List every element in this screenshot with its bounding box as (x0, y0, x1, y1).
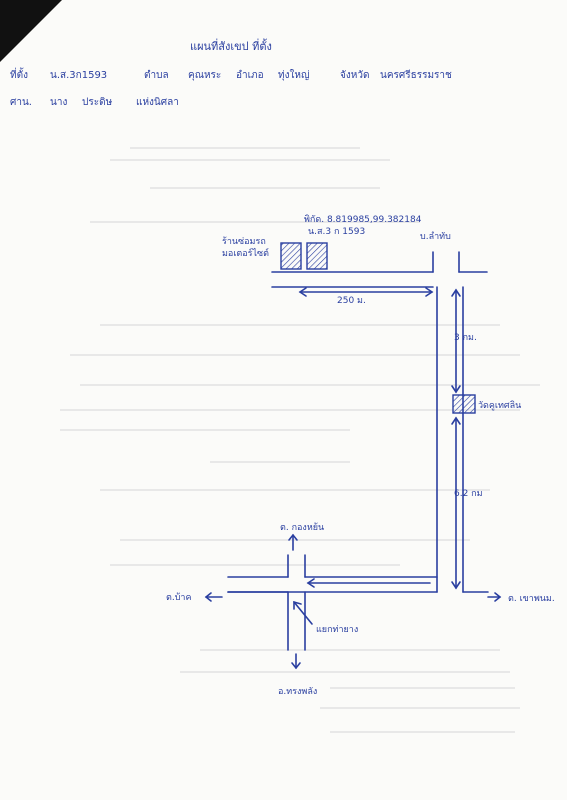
east-direction-arrow (487, 592, 502, 602)
deed-label: น.ส.3 ก 1593 (308, 227, 365, 237)
page-title: แผนที่สังเขป ที่ตั้ง (190, 38, 272, 53)
north-road (432, 251, 460, 273)
sign-name-1: นาง (50, 97, 67, 108)
province-value: นครศรีธรรมราช (380, 69, 452, 81)
north-direction-arrow (288, 533, 298, 551)
amphoe-value: ทุ่งใหญ่ (278, 69, 309, 81)
distance-3km-label: 3 กม. (454, 333, 477, 343)
main-road-top (271, 271, 488, 288)
scan-corner-shadow (0, 0, 62, 62)
tambon-label: ตำบล (144, 70, 169, 81)
north-road-label: บ.ลำทับ (420, 231, 451, 242)
distance-250-label: 250 ม. (337, 296, 366, 306)
shop-label-line2: มอเตอร์ไซต์ (222, 247, 269, 259)
show-through-text (60, 147, 540, 733)
top-junction-label: ต. กองหย้น (280, 522, 324, 533)
south-direction-arrow (291, 653, 301, 670)
west-destination-label: ต.บ้าค (166, 592, 192, 603)
tambon-value: คุณหระ (188, 70, 221, 81)
shop-building-icon (280, 242, 302, 270)
distance-250-arrow (298, 287, 434, 297)
south-destination-label: อ.ทรงพลัง (278, 687, 317, 697)
bottom-road-arrow (306, 578, 431, 588)
sign-prefix: ศาน. (10, 97, 32, 108)
temple-label: วัดคูเทศลิน (478, 400, 521, 411)
coordinates-label: พิกัด. 8.819985,99.382184 (304, 214, 422, 225)
sign-name-2: ประดิษ (82, 97, 113, 108)
shop-label-line1: ร้านซ่อมรถ (222, 236, 266, 247)
distance-6km-label: 6.2 กม (454, 489, 483, 499)
location-prefix: ที่ตั้ง (10, 67, 28, 81)
east-destination-label: ต. เขาพนม. (508, 594, 555, 604)
temple-building-icon (452, 394, 476, 414)
deed-number: น.ส.3ก1593 (50, 70, 107, 81)
junction-pointer (293, 600, 313, 625)
sign-name-3: แห่งนิศลา (136, 97, 179, 108)
main-road-bottom (227, 576, 489, 593)
west-direction-arrow (204, 592, 223, 602)
distance-6km-arrow (451, 416, 461, 590)
distance-3km-arrow (451, 288, 461, 394)
amphoe-label: อำเภอ (236, 70, 264, 81)
vertical-road (436, 286, 464, 593)
junction-label: แยกท่ายาง (316, 625, 358, 635)
junction-cross-road (287, 554, 306, 651)
province-label: จังหวัด (340, 70, 369, 81)
land-plot-icon (306, 242, 328, 270)
